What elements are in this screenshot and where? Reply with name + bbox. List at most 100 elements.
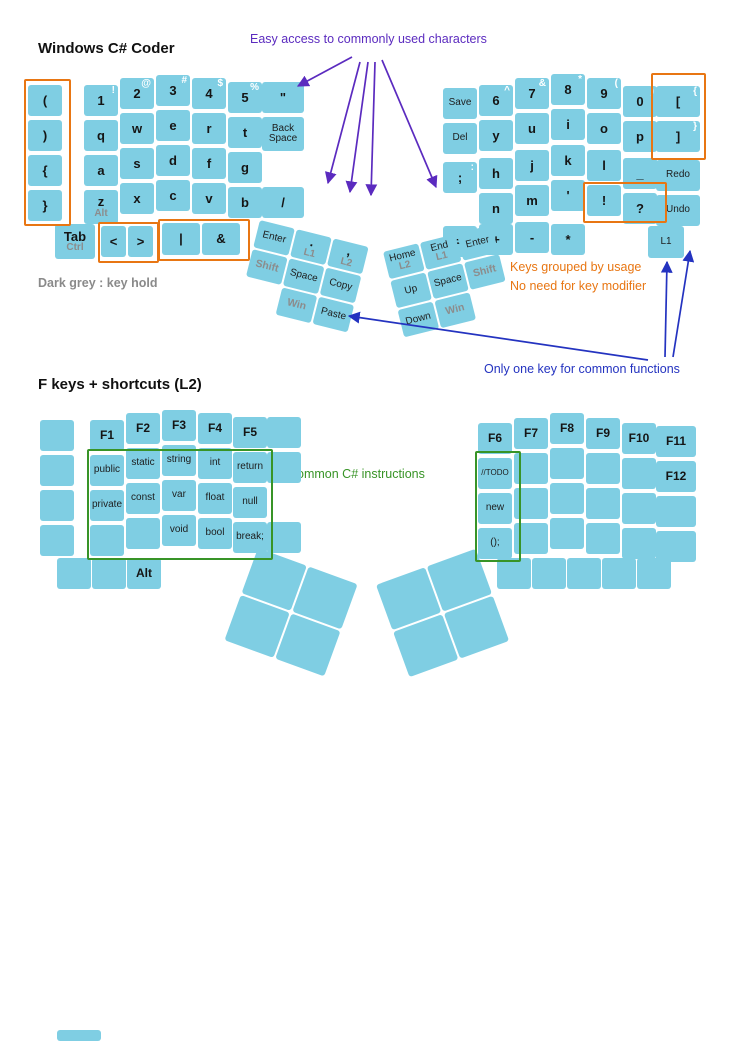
key-label: ? xyxy=(636,200,644,216)
key-7: 7& xyxy=(515,78,549,109)
key-label: Redo xyxy=(666,169,690,181)
key-symbol: ( xyxy=(28,85,62,116)
key-label: var xyxy=(172,489,186,501)
key-blank xyxy=(550,448,584,479)
key-shift-label: ( xyxy=(614,78,618,89)
key-del: Del xyxy=(443,123,477,154)
key-label: d xyxy=(169,152,177,168)
key-r: r xyxy=(192,113,226,144)
key-label: t xyxy=(242,124,248,140)
note-common-cs-instructions: Common C# instructions xyxy=(288,467,425,481)
key-label: i xyxy=(566,116,570,132)
blue-arrow xyxy=(347,311,649,361)
key-label: Paste xyxy=(319,305,348,323)
key-label: 1 xyxy=(97,92,105,108)
key-label: p xyxy=(636,128,644,144)
key-label: private xyxy=(91,499,122,511)
key-symbol: > xyxy=(128,226,153,257)
key-label: float xyxy=(205,492,225,504)
key-label: 6 xyxy=(492,92,500,108)
key-d: d xyxy=(156,145,190,176)
key-label: const xyxy=(131,492,155,504)
key-o: o xyxy=(587,113,621,144)
key-label: y xyxy=(492,127,500,143)
key-f6: F6 xyxy=(478,423,512,454)
key-m: m xyxy=(515,185,549,216)
key-label: ; xyxy=(457,169,463,185)
key-symbol: ! xyxy=(587,185,621,216)
key-label: ) xyxy=(42,127,48,143)
key-label: * xyxy=(565,231,571,247)
key-label: F11 xyxy=(665,434,686,449)
key-symbol: " xyxy=(262,82,304,113)
key-symbol: - xyxy=(515,222,549,253)
key-label: s xyxy=(133,155,141,171)
key-label: o xyxy=(600,120,608,136)
key-2: 2@ xyxy=(120,78,154,109)
key-e: e xyxy=(156,110,190,141)
key-shift-label: ! xyxy=(111,85,115,96)
key-label: 4 xyxy=(205,85,213,101)
key-label: h xyxy=(492,165,500,181)
key-label: g xyxy=(241,159,249,175)
key-symbol: < xyxy=(101,226,126,257)
f-layer-title: F keys + shortcuts (L2) xyxy=(38,376,202,393)
purple-arrow xyxy=(365,61,378,197)
orange-highlight-box xyxy=(158,219,250,261)
key-label: ! xyxy=(601,192,607,208)
key-f2: F2 xyxy=(126,413,160,444)
key-f5: F5 xyxy=(233,417,267,448)
key-label: q xyxy=(97,127,105,143)
key-a: a xyxy=(84,155,118,186)
key-blank xyxy=(622,528,656,559)
key-win: Win xyxy=(275,287,318,324)
key-f11: F11 xyxy=(656,426,696,457)
key-label: e xyxy=(169,117,177,133)
key-x: x xyxy=(120,183,154,214)
green-highlight-box xyxy=(475,451,521,562)
key-blank xyxy=(586,488,620,519)
key-label: Undo xyxy=(666,204,690,216)
key-blank xyxy=(622,458,656,489)
key-label: int xyxy=(209,457,221,469)
key-label: F8 xyxy=(559,421,574,436)
key-label: Del xyxy=(452,132,468,144)
key-label: Save xyxy=(448,97,472,109)
note-keys-grouped-line1: Keys grouped by usage xyxy=(510,260,642,274)
key-g: g xyxy=(228,152,262,183)
key-v: v xyxy=(192,183,226,214)
key-label: ] xyxy=(675,128,681,144)
key-label: Tab xyxy=(63,228,87,244)
key-paste: Paste xyxy=(312,296,355,333)
key-j: j xyxy=(515,150,549,181)
key-symbol: / xyxy=(262,187,304,218)
key-label: b xyxy=(241,194,249,210)
key-label: F4 xyxy=(207,421,222,436)
key-t: t xyxy=(228,117,262,148)
key-blank xyxy=(40,420,74,451)
key-hold-label: L2 xyxy=(398,259,412,273)
key-shift: Shift xyxy=(464,254,506,290)
key-l: l xyxy=(587,150,621,181)
key-label: Win xyxy=(444,301,466,318)
key-n: n xyxy=(479,193,513,224)
key-blank xyxy=(550,518,584,549)
key-label: Back Space xyxy=(268,122,298,144)
key-f3: F3 xyxy=(162,410,196,441)
key-label: Enter xyxy=(464,233,491,251)
key-label: public xyxy=(93,464,121,476)
key-label: > xyxy=(136,233,145,249)
key-shift-label: } xyxy=(693,121,697,132)
key-symbol: { xyxy=(28,155,62,186)
key-label: F10 xyxy=(628,431,650,446)
key-f8: F8 xyxy=(550,413,584,444)
key-label: w xyxy=(131,120,143,136)
orange-highlight-box xyxy=(24,79,71,226)
key-label: k xyxy=(564,152,572,168)
key-label: L1 xyxy=(660,235,672,247)
key-y: y xyxy=(479,120,513,151)
key-label: | xyxy=(179,231,183,247)
key-label: } xyxy=(42,197,48,213)
key-static: static xyxy=(126,448,160,479)
